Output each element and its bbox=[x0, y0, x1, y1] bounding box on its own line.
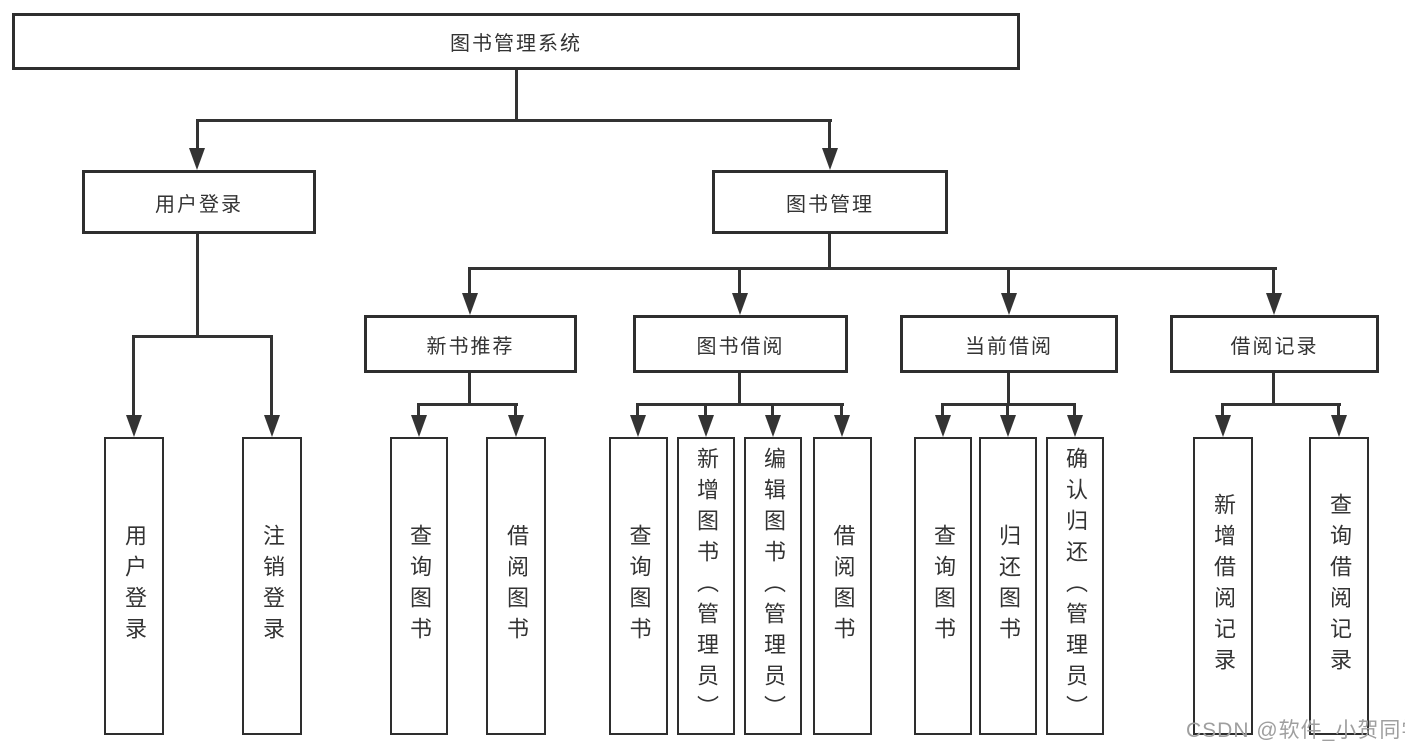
leaf-edit-book-admin: 编辑图书（管理员） bbox=[744, 437, 802, 735]
connector-root-rail bbox=[196, 119, 832, 122]
arrowhead-icon bbox=[1266, 293, 1282, 315]
arrowhead-icon bbox=[1331, 415, 1347, 437]
connector-leaf-drop bbox=[1006, 403, 1009, 417]
connector-records-stem bbox=[1272, 373, 1275, 406]
connector-module-drop bbox=[468, 267, 471, 295]
leaf-label: 归还图书 bbox=[996, 524, 1021, 648]
connector-root-stem bbox=[515, 70, 518, 122]
connector-user-login-drop bbox=[196, 119, 199, 150]
connector-borrowing-stem bbox=[738, 373, 741, 406]
leaf-add-borrow-record: 新增借阅记录 bbox=[1193, 437, 1253, 735]
connector-user-login-stem bbox=[196, 234, 199, 338]
leaf-label: 注销登录 bbox=[260, 524, 285, 648]
node-label: 新书推荐 bbox=[426, 335, 515, 358]
node-book-management: 图书管理 bbox=[712, 170, 948, 234]
connector-leaf-drop bbox=[514, 403, 517, 417]
connector-leaf-drop bbox=[636, 403, 639, 417]
arrowhead-icon bbox=[189, 148, 205, 170]
leaf-label: 编辑图书（管理员） bbox=[761, 446, 786, 726]
arrowhead-icon bbox=[411, 415, 427, 437]
arrowhead-icon bbox=[698, 415, 714, 437]
leaf-query-borrow-record: 查询借阅记录 bbox=[1309, 437, 1369, 735]
leaf-label: 查询图书 bbox=[626, 524, 652, 648]
node-label: 当前借阅 bbox=[965, 335, 1053, 358]
leaf-query-books-recommend: 查询图书 bbox=[390, 437, 448, 735]
leaf-label: 借阅图书 bbox=[504, 524, 529, 648]
arrowhead-icon bbox=[822, 148, 838, 170]
leaf-borrow-books-recommend: 借阅图书 bbox=[486, 437, 546, 735]
connector-module-drop bbox=[1272, 267, 1275, 295]
arrowhead-icon bbox=[765, 415, 781, 437]
connector-recommend-stem bbox=[468, 373, 471, 406]
node-label: 借阅记录 bbox=[1230, 335, 1319, 358]
leaf-label: 查询图书 bbox=[931, 524, 956, 648]
leaf-return-book: 归还图书 bbox=[979, 437, 1037, 735]
connector-module-drop bbox=[1007, 267, 1010, 295]
arrowhead-icon bbox=[462, 293, 478, 315]
node-label: 用户登录 bbox=[155, 193, 243, 216]
leaf-logout-login: 注销登录 bbox=[242, 437, 302, 735]
connector-leaf-drop bbox=[417, 403, 420, 417]
leaf-label: 新增借阅记录 bbox=[1211, 493, 1236, 679]
leaf-query-books-current: 查询图书 bbox=[914, 437, 972, 735]
csdn-watermark: CSDN @软件_小贺同学 bbox=[1186, 719, 1405, 742]
arrowhead-icon bbox=[630, 415, 646, 437]
node-library-system-root: 图书管理系统 bbox=[12, 13, 1020, 70]
leaf-borrow-books-borrowing: 借阅图书 bbox=[813, 437, 872, 735]
arrowhead-icon bbox=[935, 415, 951, 437]
node-label: 图书管理系统 bbox=[450, 33, 582, 55]
leaf-label: 用户登录 bbox=[122, 524, 147, 648]
arrowhead-icon bbox=[508, 415, 524, 437]
connector-leaf-drop bbox=[132, 335, 135, 417]
connector-book-mgmt-drop bbox=[828, 119, 831, 150]
connector-leaf-drop bbox=[941, 403, 944, 417]
connector-current-stem bbox=[1007, 373, 1010, 406]
arrowhead-icon bbox=[834, 415, 850, 437]
leaf-user-login: 用户登录 bbox=[104, 437, 164, 735]
node-label: 图书借阅 bbox=[696, 335, 785, 358]
arrowhead-icon bbox=[1000, 415, 1016, 437]
node-new-book-recommend: 新书推荐 bbox=[364, 315, 577, 373]
leaf-label: 查询图书 bbox=[407, 524, 432, 648]
node-user-login: 用户登录 bbox=[82, 170, 316, 234]
connector-leaf-drop bbox=[771, 403, 774, 417]
node-current-borrowing: 当前借阅 bbox=[900, 315, 1118, 373]
connector-leaf-drop bbox=[840, 403, 843, 417]
leaf-label: 确认归还（管理员） bbox=[1063, 446, 1088, 726]
connector-book-mgmt-rail bbox=[469, 267, 1277, 270]
arrowhead-icon bbox=[1001, 293, 1017, 315]
leaf-label: 查询借阅记录 bbox=[1327, 493, 1352, 679]
node-book-borrowing: 图书借阅 bbox=[633, 315, 848, 373]
node-borrowing-records: 借阅记录 bbox=[1170, 315, 1379, 373]
leaf-label: 借阅图书 bbox=[830, 524, 856, 648]
connector-borrowing-rail bbox=[636, 403, 844, 406]
connector-records-rail bbox=[1221, 403, 1341, 406]
connector-module-drop bbox=[738, 267, 741, 295]
connector-book-mgmt-stem bbox=[828, 234, 831, 270]
connector-recommend-rail bbox=[417, 403, 518, 406]
arrowhead-icon bbox=[1215, 415, 1231, 437]
leaf-add-book-admin: 新增图书（管理员） bbox=[677, 437, 735, 735]
connector-leaf-drop bbox=[1221, 403, 1224, 417]
connector-leaf-drop bbox=[1337, 403, 1340, 417]
connector-leaf-drop bbox=[1073, 403, 1076, 417]
connector-leaf-drop bbox=[704, 403, 707, 417]
node-label: 图书管理 bbox=[786, 193, 874, 216]
leaf-confirm-return-admin: 确认归还（管理员） bbox=[1046, 437, 1104, 735]
leaf-label: 新增图书（管理员） bbox=[694, 446, 719, 726]
arrowhead-icon bbox=[1067, 415, 1083, 437]
connector-leaf-drop bbox=[270, 335, 273, 417]
arrowhead-icon bbox=[732, 293, 748, 315]
arrowhead-icon bbox=[264, 415, 280, 437]
connector-user-login-rail bbox=[132, 335, 273, 338]
leaf-query-books-borrowing: 查询图书 bbox=[609, 437, 668, 735]
arrowhead-icon bbox=[126, 415, 142, 437]
